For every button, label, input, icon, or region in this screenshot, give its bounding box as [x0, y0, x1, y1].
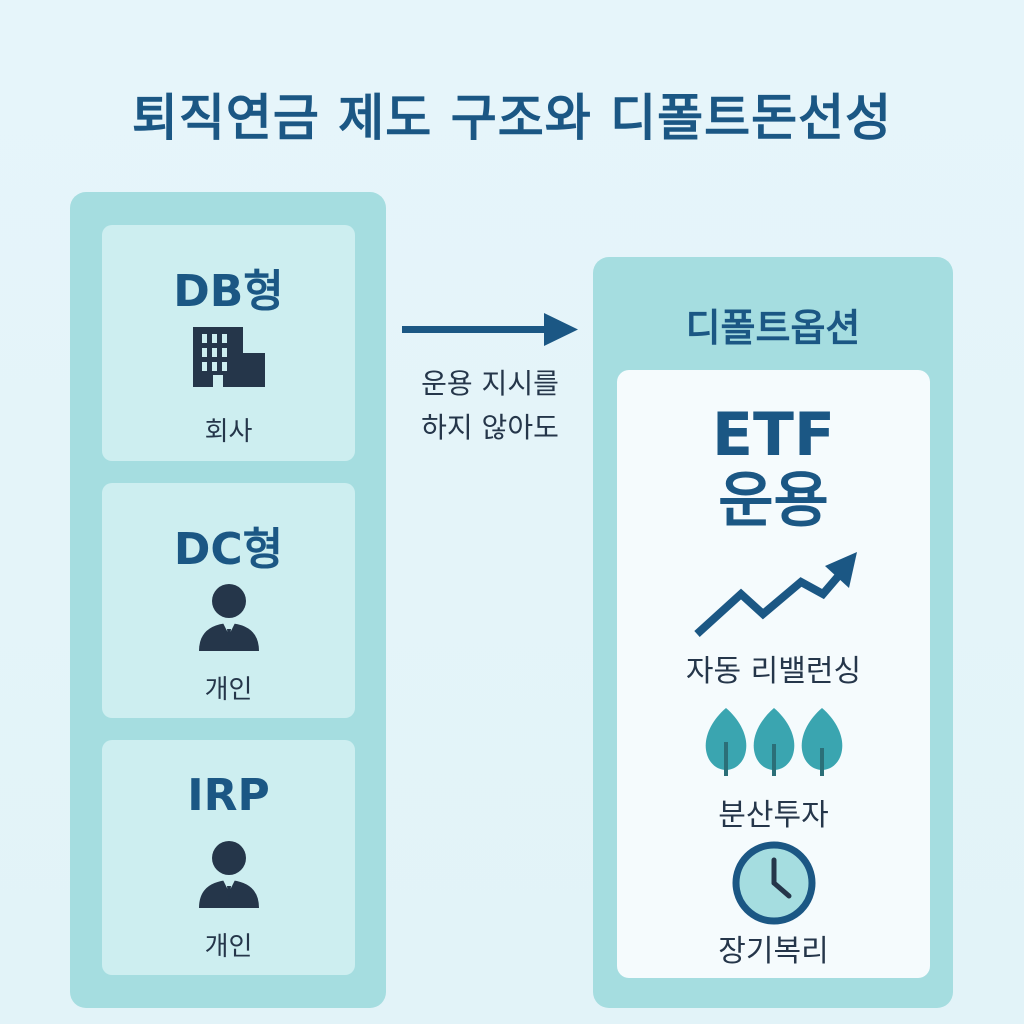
page-title: 퇴직연금 제도 구조와 디폴트돈선성: [131, 89, 893, 147]
trend-up-arrow-icon: [689, 548, 859, 644]
arrow-caption-line: 운용 지시를: [421, 367, 559, 400]
plan-card-db: DB형 회사: [102, 225, 355, 461]
plan-subtitle: 개인: [204, 932, 253, 962]
feature-label-compounding: 장기복리: [718, 934, 829, 969]
plan-name: IRP: [187, 770, 270, 821]
plan-subtitle: 개인: [204, 675, 253, 705]
etf-card: ETF 운용 자동 리밸런싱: [617, 370, 930, 978]
etf-heading: ETF 운용: [617, 402, 930, 534]
building-icon: [191, 325, 267, 393]
plan-types-panel: DB형 회사 DC형: [70, 192, 386, 1008]
etf-heading-line: 운용: [718, 466, 829, 536]
person-icon: [197, 840, 261, 914]
trees-icon: [704, 706, 844, 780]
etf-heading-line: ETF: [712, 400, 835, 470]
right-arrow-icon: [398, 310, 580, 352]
plan-subtitle: 회사: [204, 417, 253, 447]
person-icon: [197, 583, 261, 657]
default-option-panel: 디폴트옵션 ETF 운용 자동 리밸런싱: [593, 257, 953, 1008]
plan-name: DC형: [173, 524, 284, 575]
plan-name: DB형: [173, 266, 284, 317]
plan-card-dc: DC형 개인: [102, 483, 355, 718]
feature-label-rebalancing: 자동 리밸런싱: [685, 654, 862, 689]
clock-icon: [729, 838, 819, 932]
feature-label-diversification: 분산투자: [718, 798, 829, 833]
arrow-caption: 운용 지시를 하지 않아도: [395, 362, 585, 450]
default-option-title: 디폴트옵션: [685, 306, 861, 350]
plan-card-irp: IRP 개인: [102, 740, 355, 975]
arrow-caption-line: 하지 않아도: [421, 411, 559, 444]
